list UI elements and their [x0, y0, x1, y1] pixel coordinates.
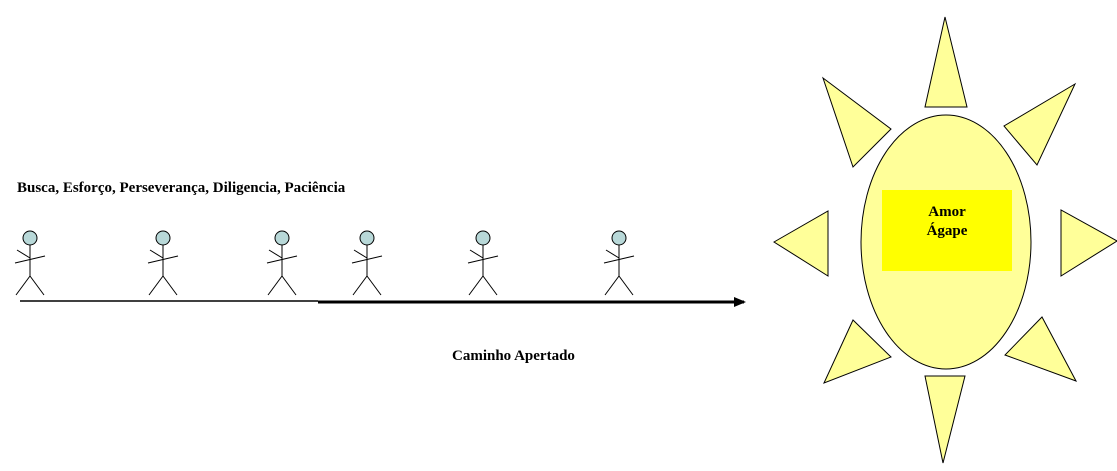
virtues-label: Busca, Esforço, Perseverança, Diligencia…	[17, 180, 346, 196]
sun-ray-top-right	[1003, 82, 1077, 166]
stick-figure-3	[266, 230, 298, 296]
stick-figure-4	[351, 230, 383, 296]
stick-figure-head	[155, 230, 171, 246]
sun-ray-top	[924, 16, 968, 108]
sun-ray-bottom-left	[823, 319, 892, 384]
stick-figure-head	[274, 230, 290, 246]
stick-figure-6	[603, 230, 635, 296]
sun-ray-bottom	[924, 375, 966, 464]
sun-ray-right	[1060, 209, 1117, 277]
stick-figure-head	[359, 230, 375, 246]
sun-rays	[773, 16, 1117, 464]
sun-ray-top-left	[822, 76, 892, 168]
sun-label-line-2: Ágape	[926, 223, 968, 239]
path-label: Caminho Apertado	[452, 348, 575, 364]
sun-label: Amor Ágape	[882, 190, 1012, 271]
stick-figure-head	[22, 230, 38, 246]
sun-label-line-1: Amor	[928, 204, 966, 220]
sun-label-box	[882, 190, 1012, 271]
stick-figure-2	[147, 230, 179, 296]
sun-ray-bottom-right	[1004, 316, 1078, 382]
stick-figure-head	[475, 230, 491, 246]
stick-figure-5	[467, 230, 499, 296]
stick-figure-1	[14, 230, 46, 296]
sun-ray-left	[773, 210, 829, 277]
stick-figure-head	[611, 230, 627, 246]
